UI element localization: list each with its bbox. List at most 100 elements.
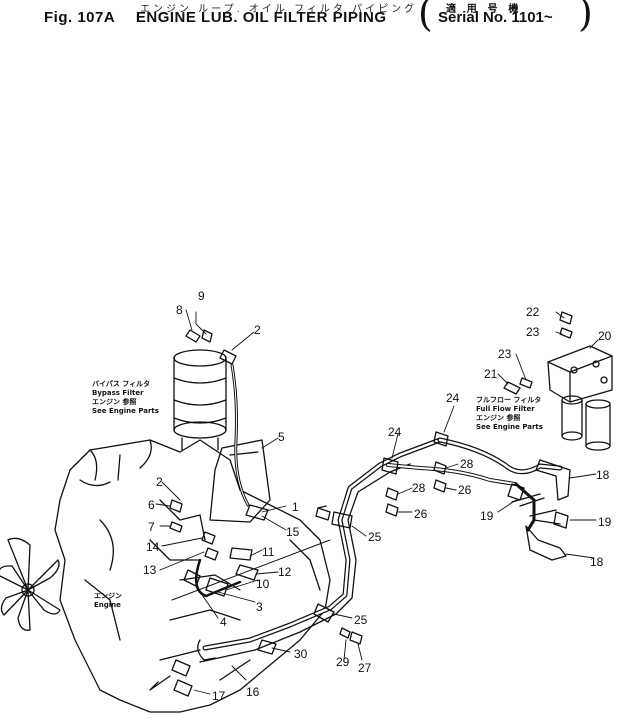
callout-2-top: 2 xyxy=(254,323,261,337)
callout-13: 13 xyxy=(143,563,157,577)
bypass-filter xyxy=(173,349,227,451)
fitting-19-left xyxy=(507,483,545,507)
callout-18-upper: 18 xyxy=(596,468,610,482)
callout-20: 20 xyxy=(598,329,612,343)
fitting-25-end xyxy=(317,505,327,509)
callout-9: 9 xyxy=(198,289,205,303)
callout-19-right: 19 xyxy=(598,515,612,529)
bolt-22 xyxy=(559,311,573,325)
pipe-18-link xyxy=(514,482,536,532)
callout-25-lower: 25 xyxy=(354,613,368,627)
clamp-25-lower xyxy=(313,603,335,623)
callout-11: 11 xyxy=(262,545,275,559)
callout-24-top: 24 xyxy=(446,391,460,405)
callout-14: 14 xyxy=(146,540,160,554)
elbow-18-upper xyxy=(535,459,571,501)
washer-9 xyxy=(201,329,213,343)
callout-21: 21 xyxy=(484,367,498,381)
callout-25-upper: 25 xyxy=(368,530,382,544)
paren-right: ) xyxy=(578,0,593,35)
callout-3: 3 xyxy=(256,600,263,614)
fitting-13 xyxy=(204,547,219,561)
callout-7: 7 xyxy=(148,520,155,534)
main-oil-pipe xyxy=(202,437,443,651)
paren-left: ( xyxy=(418,0,433,35)
oil-pipe-25 xyxy=(199,463,411,663)
callout-10: 10 xyxy=(256,577,270,591)
callout-22: 22 xyxy=(526,305,540,319)
title-japanese: エンジン ループ. オイル フィルタ パイピング xyxy=(140,4,418,15)
clamp-24-b xyxy=(433,431,449,447)
fitting-19-right xyxy=(529,509,569,529)
fitting-17 xyxy=(173,679,193,697)
fullflow-note-en: Full Flow Filter xyxy=(476,405,535,413)
bolt-26a xyxy=(433,479,447,493)
bypass-see-jp: エンジン 参照 xyxy=(92,398,137,406)
callout-23-mid: 23 xyxy=(498,347,512,361)
full-flow-filter xyxy=(547,345,613,451)
engine-note-jp: エンジン xyxy=(94,592,122,600)
engine-block xyxy=(54,439,331,713)
callout-6: 6 xyxy=(148,498,155,512)
fullflow-note-jp: フルフロー フィルタ xyxy=(476,396,542,404)
callout-labels: 1 2 2 3 4 5 6 7 8 9 10 11 12 13 14 15 16… xyxy=(143,289,612,703)
full-flow-filter-note: フルフロー フィルタ Full Flow Filter エンジン 参照 See … xyxy=(476,396,543,432)
hose-lower xyxy=(194,558,242,598)
callout-2-left: 2 xyxy=(156,475,163,489)
engine-note: エンジン Engine xyxy=(94,592,122,610)
washer-23-mid xyxy=(519,377,533,389)
fitting-16 xyxy=(171,659,191,677)
pointer-arrow xyxy=(149,675,171,691)
figure-title: Fig. 107A ENGINE LUB. OIL FILTER PIPING xyxy=(44,9,387,26)
elbow-18-lower xyxy=(525,525,567,561)
fitting-29 xyxy=(339,627,351,639)
bolt-28b xyxy=(385,487,399,501)
callout-28-right: 28 xyxy=(460,457,474,471)
engine-note-en: Engine xyxy=(94,601,121,609)
fullflow-see-jp: エンジン 参照 xyxy=(476,414,521,422)
figure-name: ENGINE LUB. OIL FILTER PIPING xyxy=(135,9,387,26)
clamp-25-upper xyxy=(331,511,353,529)
callout-24-left: 24 xyxy=(388,425,402,439)
callout-18-lower: 18 xyxy=(590,555,604,569)
callout-5: 5 xyxy=(278,430,285,444)
bolt-8 xyxy=(185,329,201,343)
bolt-21 xyxy=(503,381,521,395)
callout-27: 27 xyxy=(358,661,372,675)
callout-1: 1 xyxy=(292,500,299,514)
callout-23-top: 23 xyxy=(526,325,540,339)
bypass-see-en: See Engine Parts xyxy=(92,407,159,415)
callout-19-left: 19 xyxy=(480,509,494,523)
bolt-6 xyxy=(169,499,183,513)
clamp-30 xyxy=(257,639,277,655)
callout-17: 17 xyxy=(212,689,226,703)
callout-15: 15 xyxy=(286,525,300,539)
washer-23-top xyxy=(559,327,573,339)
fitting-14 xyxy=(201,531,216,545)
fitting-2-top xyxy=(219,349,237,365)
bypass-note-jp: バイパス フィルタ xyxy=(92,380,151,388)
callout-29: 29 xyxy=(336,655,350,669)
serial-number: Serial No. 1101~ xyxy=(438,9,553,26)
fan-icon xyxy=(0,537,61,631)
bypass-note-en: Bypass Filter xyxy=(92,389,144,397)
engine-pipe-line xyxy=(171,539,331,601)
bypass-filter-note: バイパス フィルタ Bypass Filter エンジン 参照 See Engi… xyxy=(92,380,159,416)
fitting-25-small xyxy=(315,507,331,521)
washer-7 xyxy=(169,521,183,533)
callout-26-left: 26 xyxy=(414,507,428,521)
callout-30: 30 xyxy=(294,647,308,661)
pipe-end-30 xyxy=(197,639,216,661)
callout-12: 12 xyxy=(278,565,292,579)
callout-8: 8 xyxy=(176,303,183,317)
clamp-24-a xyxy=(381,457,399,475)
callout-4: 4 xyxy=(220,615,227,629)
callout-16: 16 xyxy=(246,685,260,699)
callout-28-left: 28 xyxy=(412,481,426,495)
figure-number: Fig. 107A xyxy=(44,9,116,26)
serial-japanese: 適 用 号 機 xyxy=(446,4,523,15)
bolt-26b xyxy=(385,503,399,517)
fullflow-see-en: See Engine Parts xyxy=(476,423,543,431)
